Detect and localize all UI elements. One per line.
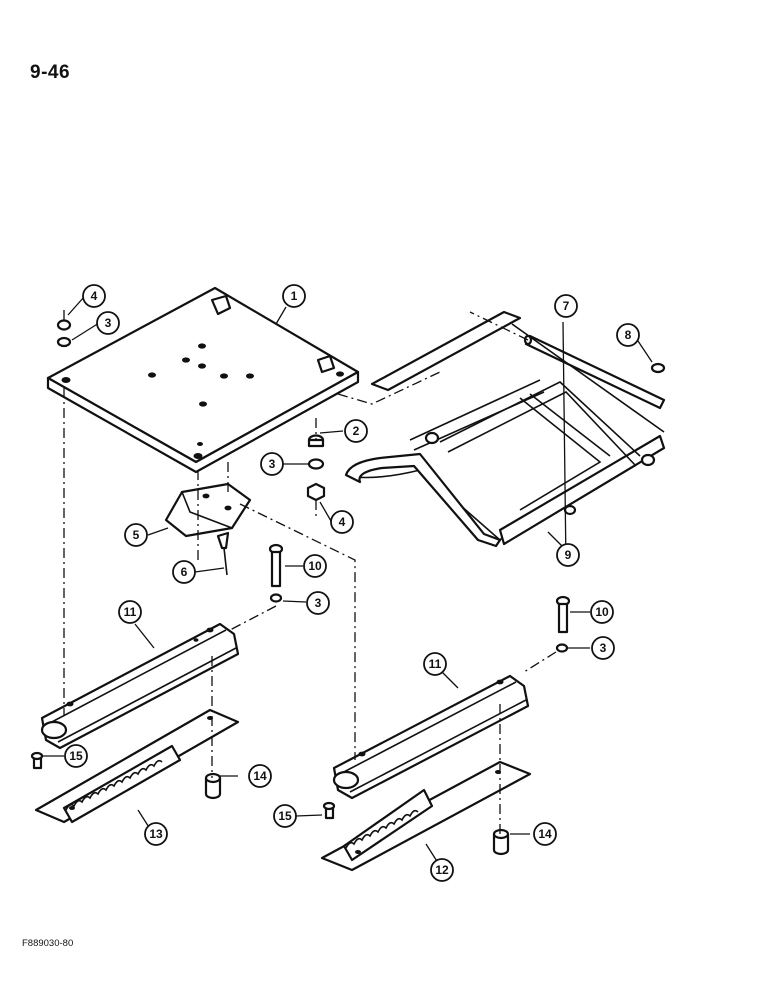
pin [216, 531, 230, 576]
svg-text:4: 4 [91, 289, 98, 303]
svg-text:14: 14 [538, 827, 552, 841]
callout-10-right: 10 [590, 600, 614, 624]
svg-text:7: 7 [563, 299, 570, 313]
svg-text:11: 11 [124, 605, 137, 619]
callout-3-top: 3 [96, 311, 120, 335]
svg-text:8: 8 [625, 328, 632, 342]
svg-text:15: 15 [278, 809, 292, 823]
svg-text:12: 12 [435, 863, 449, 877]
svg-text:4: 4 [339, 515, 346, 529]
callout-4: 4 [330, 510, 354, 534]
svg-text:3: 3 [315, 596, 322, 610]
spacer-left [204, 772, 222, 800]
svg-text:13: 13 [149, 827, 163, 841]
assembly-lines [63, 310, 557, 834]
nut-washer-left [56, 319, 283, 603]
callout-7: 7 [554, 294, 578, 318]
svg-text:3: 3 [269, 457, 276, 471]
svg-text:9: 9 [565, 548, 572, 562]
svg-text:3: 3 [600, 641, 607, 655]
seat-base-plate [46, 286, 360, 474]
figure-code: F889030-80 [22, 938, 74, 949]
mounting-bracket [164, 482, 252, 538]
slide-rail-right [332, 674, 530, 800]
bolt-right [555, 595, 571, 653]
slide-rail-left [40, 622, 240, 750]
callout-15-left: 15 [64, 744, 88, 768]
callout-9: 9 [556, 543, 580, 567]
callout-2: 2 [344, 419, 368, 443]
callout-12: 12 [430, 858, 454, 882]
svg-text:14: 14 [253, 769, 267, 783]
callout-5: 5 [124, 523, 148, 547]
callout-1: 1 [282, 284, 306, 308]
callout-11-left: 11 [118, 600, 142, 624]
callout-10-upper: 10 [303, 554, 327, 578]
svg-text:10: 10 [308, 559, 322, 573]
callout-8: 8 [616, 323, 640, 347]
leader-lines [42, 296, 653, 867]
callout-6: 6 [172, 560, 196, 584]
page-number: 9-46 [30, 62, 71, 83]
callout-3-right: 3 [591, 636, 615, 660]
rod [523, 334, 666, 410]
clip [650, 362, 666, 374]
rack-rail-right [320, 760, 532, 872]
callout-3: 3 [260, 452, 284, 476]
svg-text:5: 5 [133, 528, 140, 542]
nut-washer-center [306, 434, 326, 502]
svg-text:2: 2 [353, 424, 360, 438]
callout-11-right: 11 [423, 652, 447, 676]
svg-text:1: 1 [291, 289, 298, 303]
svg-text:11: 11 [429, 657, 442, 671]
rod-guide-line [511, 323, 665, 433]
svg-text:15: 15 [69, 749, 83, 763]
callout-3-lower: 3 [306, 591, 330, 615]
bolt-upper-left [268, 543, 284, 588]
svg-text:6: 6 [181, 565, 188, 579]
callout-13: 13 [144, 822, 168, 846]
callout-15-right: 15 [273, 804, 297, 828]
spacer-right [492, 828, 510, 856]
adjustment-handle [344, 310, 666, 548]
rack-rail-left [34, 708, 240, 824]
callout-4-top: 4 [82, 284, 106, 308]
svg-text:10: 10 [595, 605, 609, 619]
screw-left [30, 751, 44, 770]
callout-14-left: 14 [248, 764, 272, 788]
svg-text:3: 3 [105, 316, 112, 330]
callout-14-right: 14 [533, 822, 557, 846]
screw-right [322, 801, 336, 820]
